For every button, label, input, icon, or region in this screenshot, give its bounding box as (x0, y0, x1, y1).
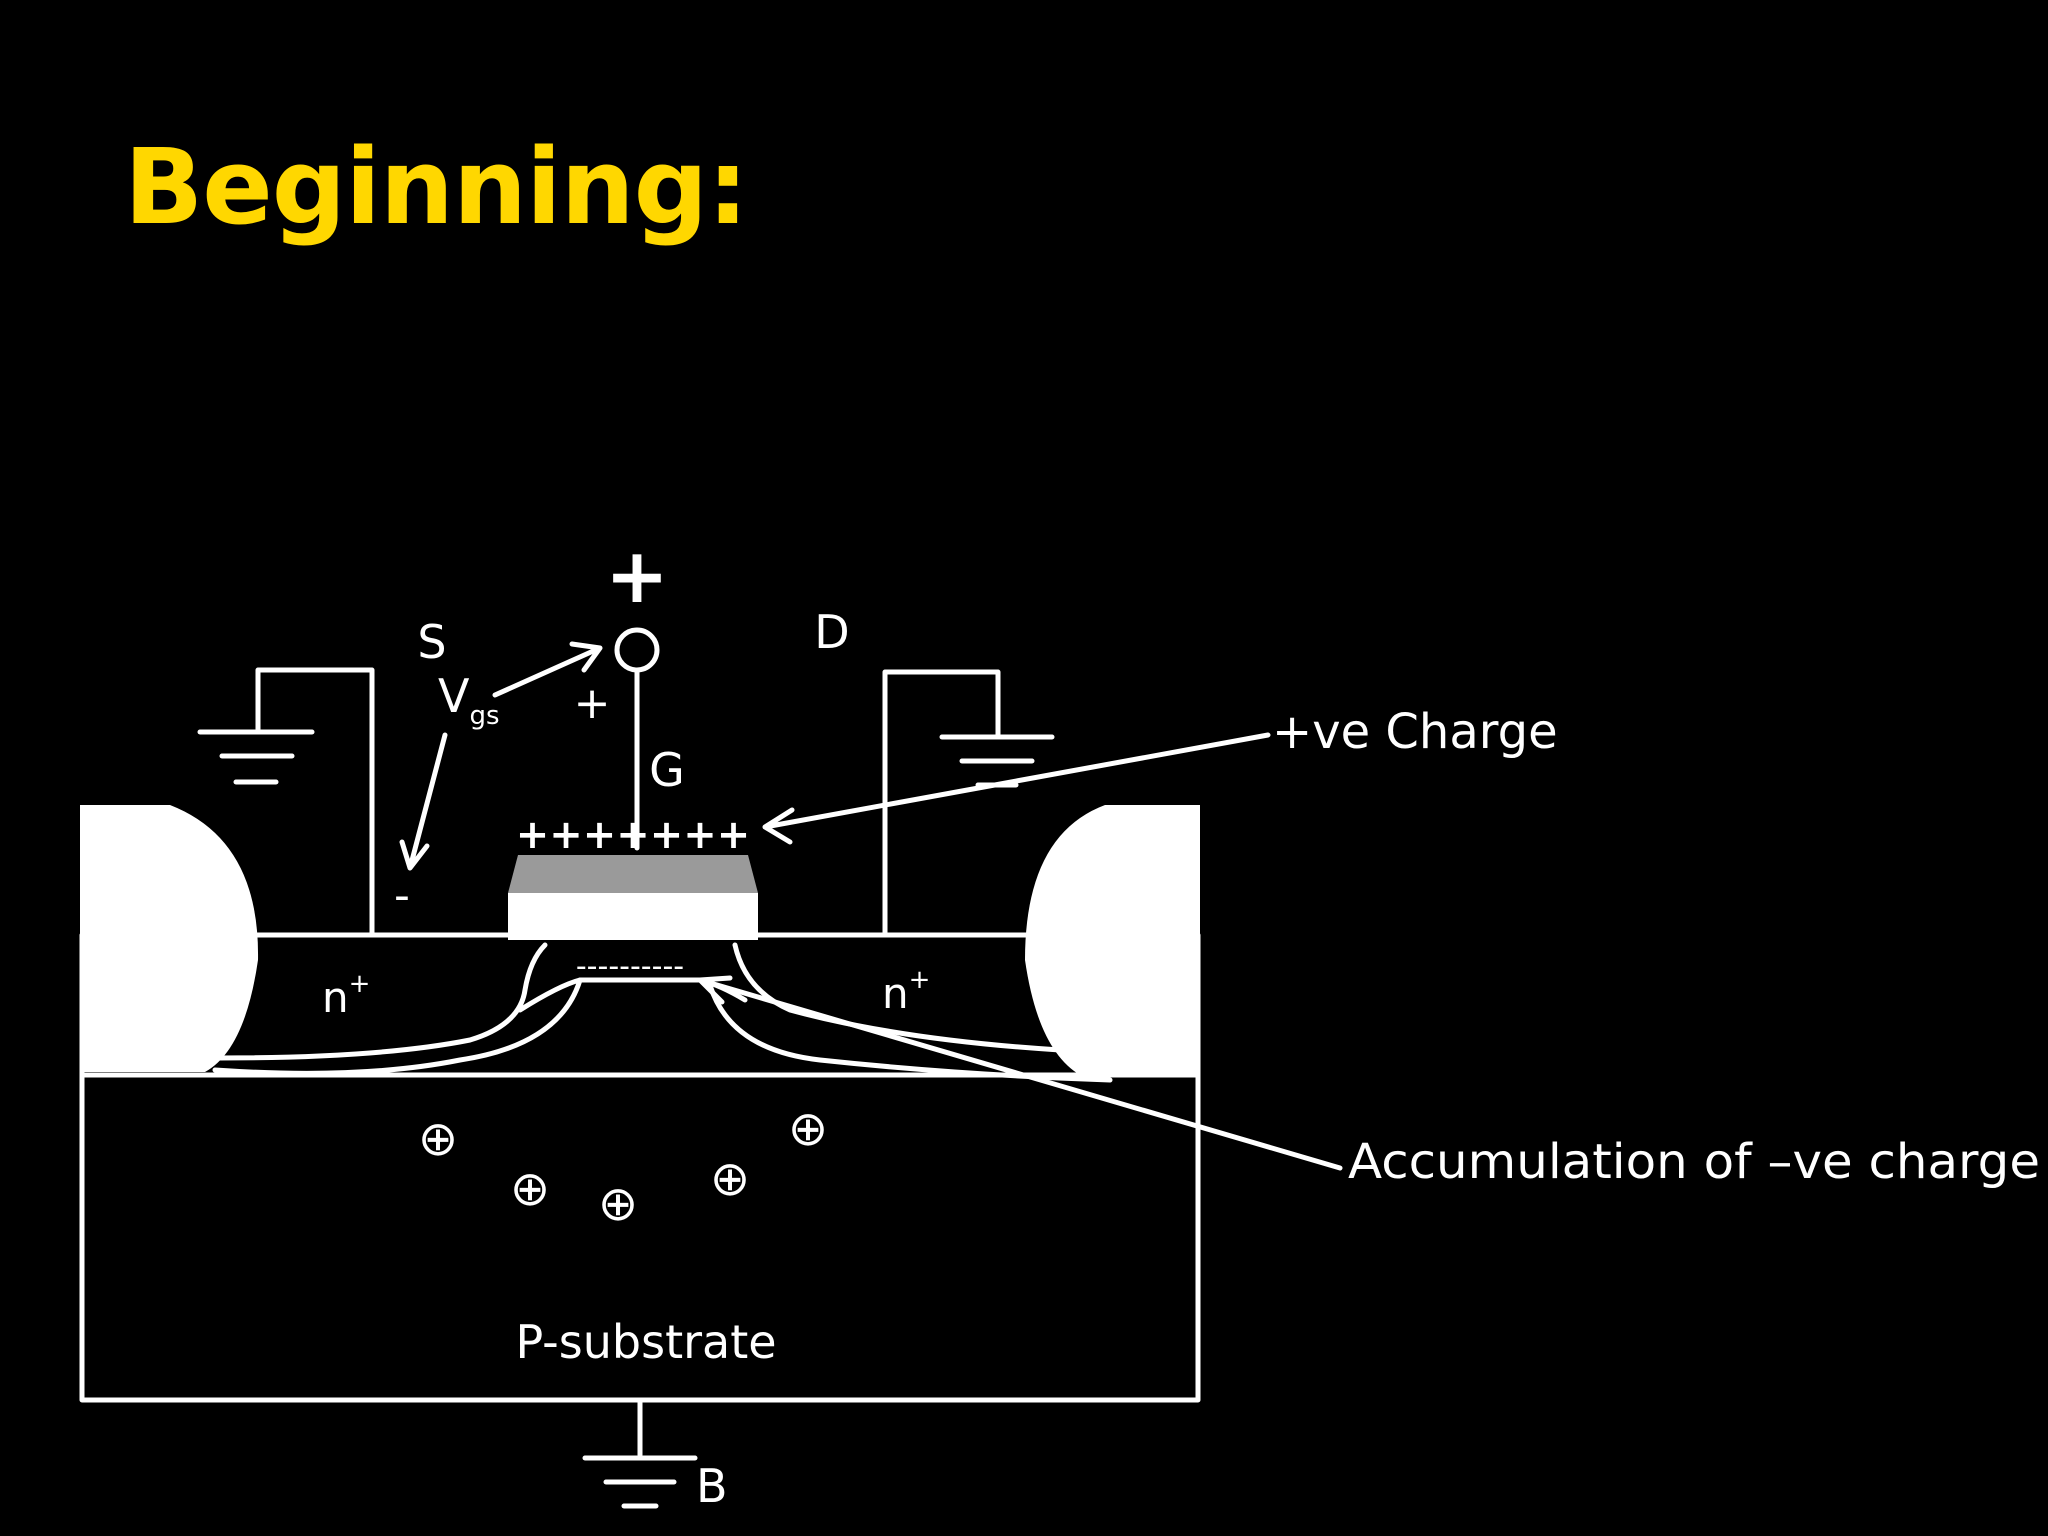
channel-boundary (517, 977, 748, 1013)
vgs-arrow-to-gate (492, 641, 603, 698)
drain-n-plus: n+ (882, 965, 930, 1018)
substrate-ion: ⊕ (598, 1176, 638, 1232)
vgs-minus: - (394, 870, 410, 921)
drain-n-sup: + (909, 965, 931, 995)
substrate-ion: ⊕ (710, 1151, 750, 1207)
positive-charge-arrow (762, 732, 1271, 845)
source-n-plus-boundary (212, 942, 583, 1076)
vgs-v: V (438, 669, 470, 723)
channel-negative-charges: ---------- (576, 949, 684, 984)
negative-charge-arrow (697, 975, 1343, 1171)
source-lead (255, 667, 375, 938)
drain-label: D (814, 605, 849, 659)
gate-polarity-plus: + (605, 531, 669, 620)
gate-terminal-circle (614, 627, 660, 673)
gate-positive-charges: +++++++ (516, 812, 751, 858)
gate-metal (508, 855, 758, 893)
left-field-oxide (80, 805, 259, 1072)
vgs-subscript: gs (469, 701, 499, 731)
source-n-sup: + (349, 969, 371, 999)
vgs-symbol: Vgs (438, 669, 500, 731)
source-n-plus: n+ (322, 969, 370, 1022)
vgs-arrow-to-source (399, 732, 448, 871)
vgs-plus: + (574, 678, 611, 729)
gate-oxide (508, 893, 758, 940)
gate-label: G (649, 743, 685, 797)
slide-title: Beginning: (124, 126, 749, 248)
right-field-oxide (1025, 805, 1200, 1075)
drain-n: n (882, 969, 909, 1018)
substrate-ion: ⊕ (788, 1101, 828, 1157)
positive-charge-annotation: +ve Charge (1272, 704, 1558, 760)
source-label: S (417, 615, 446, 669)
body-label: B (696, 1459, 728, 1513)
substrate-ion: ⊕ (418, 1111, 458, 1167)
negative-charge-annotation: Accumulation of –ve charge (1348, 1134, 2040, 1190)
substrate-label: P-substrate (515, 1315, 776, 1369)
substrate-ion: ⊕ (510, 1161, 550, 1217)
source-n: n (322, 973, 349, 1022)
